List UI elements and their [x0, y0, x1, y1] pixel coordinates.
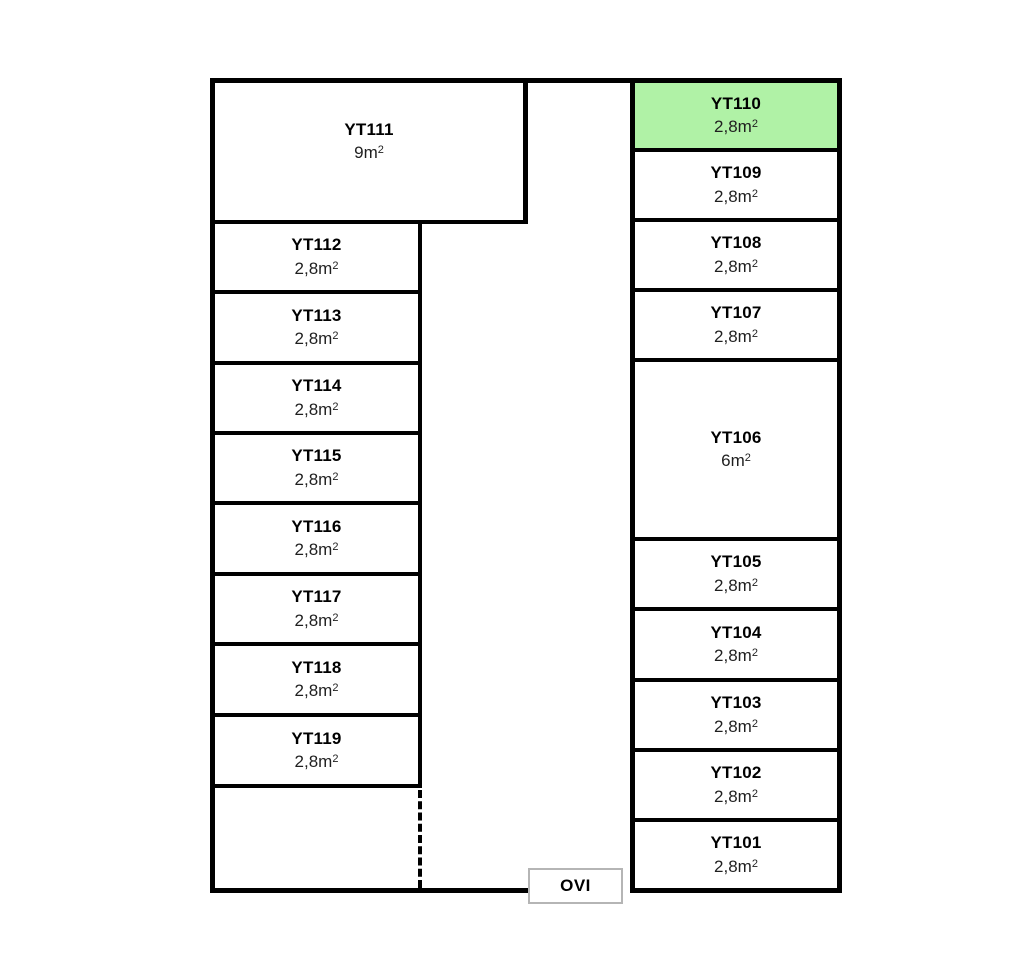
room-area: 2,8m2: [294, 540, 339, 560]
room-yt119[interactable]: YT119 2,8m2: [215, 717, 418, 784]
wall-bottom-right: [630, 888, 842, 893]
wall-divider: [210, 431, 422, 435]
room-label: YT105: [710, 552, 762, 572]
room-area: 2,8m2: [714, 716, 758, 736]
room-area: 2,8m2: [294, 329, 339, 349]
wall-divider: [630, 358, 842, 362]
room-yt112[interactable]: YT112 2,8m2: [215, 224, 418, 290]
room-label: YT118: [291, 657, 342, 677]
wall-divider: [210, 290, 422, 294]
wall-divider: [210, 361, 422, 365]
room-label: YT111: [344, 119, 394, 139]
wall-right: [837, 78, 842, 893]
room-yt102[interactable]: YT102 2,8m2: [635, 752, 837, 818]
room-label: YT107: [710, 303, 762, 323]
wall-right-column-left: [630, 78, 635, 893]
wall-bottom-left: [210, 888, 528, 893]
room-area: 2,8m2: [714, 186, 758, 206]
room-yt116[interactable]: YT116 2,8m2: [215, 505, 418, 572]
room-label: YT101: [710, 833, 762, 853]
room-yt103[interactable]: YT103 2,8m2: [635, 682, 837, 748]
unlabeled-room: [215, 788, 418, 888]
room-label: YT113: [291, 305, 342, 325]
room-yt108[interactable]: YT108 2,8m2: [635, 222, 837, 288]
floor-plan: YT111 9m2 YT112 2,8m2 YT113 2,8m2 YT114 …: [210, 78, 842, 904]
room-yt118[interactable]: YT118 2,8m2: [215, 646, 418, 713]
room-area: 9m2: [354, 143, 384, 163]
room-area: 2,8m2: [714, 256, 758, 276]
wall-divider: [630, 218, 842, 222]
room-yt106[interactable]: YT106 6m2: [635, 362, 837, 537]
wall-divider: [210, 784, 422, 788]
room-area: 2,8m2: [294, 681, 339, 701]
wall-divider: [630, 148, 842, 152]
wall-divider: [630, 818, 842, 822]
door-label: OVI: [560, 876, 591, 895]
room-area: 2,8m2: [714, 646, 758, 666]
wall-divider: [630, 288, 842, 292]
room-area: 2,8m2: [714, 856, 758, 876]
room-yt109[interactable]: YT109 2,8m2: [635, 152, 837, 218]
room-area: 2,8m2: [294, 469, 339, 489]
wall-yt111-bottom: [210, 220, 528, 224]
room-area: 2,8m2: [714, 575, 758, 595]
wall-divider: [210, 713, 422, 717]
room-label: YT115: [291, 446, 342, 466]
wall-divider: [210, 642, 422, 646]
wall-left: [210, 78, 215, 893]
room-yt117[interactable]: YT117 2,8m2: [215, 576, 418, 642]
room-yt111[interactable]: YT111 9m2: [215, 83, 523, 220]
room-yt115[interactable]: YT115 2,8m2: [215, 435, 418, 501]
room-yt107[interactable]: YT107 2,8m2: [635, 292, 837, 358]
wall-divider: [630, 607, 842, 611]
room-area: 2,8m2: [294, 610, 339, 630]
room-area: 6m2: [721, 451, 751, 471]
room-label: YT116: [291, 516, 342, 536]
room-yt110-highlighted[interactable]: YT110 2,8m2: [635, 83, 837, 148]
room-yt101[interactable]: YT101 2,8m2: [635, 822, 837, 888]
wall-divider: [630, 537, 842, 541]
wall-divider: [630, 748, 842, 752]
room-label: YT103: [710, 693, 762, 713]
room-label: YT104: [710, 622, 762, 642]
room-label: YT114: [291, 376, 342, 396]
room-area: 2,8m2: [294, 258, 339, 278]
wall-yt111-right: [523, 78, 528, 224]
room-label: YT102: [710, 763, 762, 783]
room-label: YT106: [710, 427, 762, 447]
room-label: YT110: [710, 93, 762, 113]
room-area: 2,8m2: [294, 399, 339, 419]
room-yt104[interactable]: YT104 2,8m2: [635, 611, 837, 678]
room-area: 2,8m2: [294, 752, 339, 772]
door-label-box: OVI: [528, 868, 623, 904]
room-label: YT117: [291, 587, 342, 607]
room-area: 2,8m2: [714, 117, 758, 137]
room-area: 2,8m2: [714, 326, 758, 346]
wall-divider: [210, 572, 422, 576]
wall-divider: [630, 678, 842, 682]
room-yt113[interactable]: YT113 2,8m2: [215, 294, 418, 361]
room-label: YT119: [291, 728, 342, 748]
room-label: YT112: [291, 235, 342, 255]
room-yt105[interactable]: YT105 2,8m2: [635, 541, 837, 607]
room-label: YT108: [710, 233, 762, 253]
room-yt114[interactable]: YT114 2,8m2: [215, 365, 418, 431]
room-area: 2,8m2: [714, 786, 758, 806]
dashed-opening-line: [418, 790, 422, 888]
wall-divider: [210, 501, 422, 505]
room-label: YT109: [710, 163, 762, 183]
